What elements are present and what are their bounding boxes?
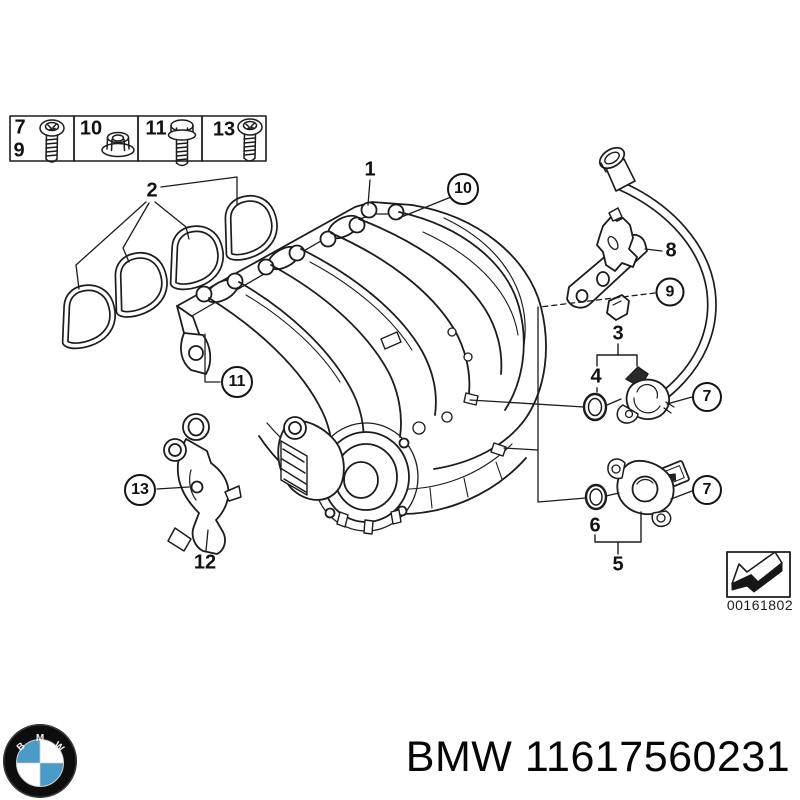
- vent-valve-part-3[interactable]: [616, 366, 675, 424]
- callout-12[interactable]: 12: [193, 551, 217, 574]
- torx-screw-icon: [237, 118, 263, 162]
- o-ring-part-6[interactable]: [584, 483, 608, 511]
- legend-label-7[interactable]: 7: [14, 116, 26, 139]
- callout-circle-11[interactable]: 11: [221, 366, 253, 398]
- torx-screw-icon: [39, 119, 65, 163]
- o-ring-part-4[interactable]: [582, 392, 608, 422]
- intake-manifold-part-1[interactable]: [176, 201, 547, 535]
- callout-4[interactable]: 4: [590, 365, 602, 388]
- callout-3[interactable]: 3: [612, 322, 624, 345]
- direction-arrow-stamp: [726, 551, 791, 598]
- legend-label-10[interactable]: 10: [79, 117, 103, 140]
- roundel-letter-m: M: [36, 733, 44, 744]
- diagram-stamp-code: 00161802: [726, 597, 794, 613]
- part-number-title: BMW 11617560231: [405, 733, 791, 781]
- callout-circle-9[interactable]: 9: [655, 277, 685, 307]
- callout-circle-13[interactable]: 13: [124, 474, 156, 506]
- callout-2[interactable]: 2: [146, 179, 158, 202]
- callout-brackets: [594, 343, 642, 555]
- leader-lines: [75, 176, 693, 552]
- legend-label-13[interactable]: 13: [212, 118, 236, 141]
- bmw-roundel-logo: B M W: [3, 724, 77, 798]
- hex-flange-bolt-icon: [167, 119, 197, 167]
- support-bracket-part-12[interactable]: [163, 413, 242, 555]
- legend-label-11[interactable]: 11: [145, 117, 167, 140]
- legend-label-9[interactable]: 9: [13, 139, 25, 162]
- callout-circle-7-bottom[interactable]: 7: [692, 475, 722, 505]
- tube-bracket-part-8[interactable]: [566, 207, 648, 321]
- callout-circle-10[interactable]: 10: [447, 173, 479, 205]
- fastener-legend-box[interactable]: [9, 115, 267, 167]
- sensor-part-5[interactable]: [607, 458, 690, 528]
- callout-8[interactable]: 8: [665, 239, 677, 262]
- callout-6[interactable]: 6: [589, 514, 601, 537]
- callout-1[interactable]: 1: [364, 158, 376, 181]
- intake-gaskets-part-2[interactable]: [54, 192, 282, 350]
- flange-nut-icon: [101, 131, 135, 158]
- callout-5[interactable]: 5: [612, 553, 624, 576]
- callout-circle-7-top[interactable]: 7: [692, 382, 722, 412]
